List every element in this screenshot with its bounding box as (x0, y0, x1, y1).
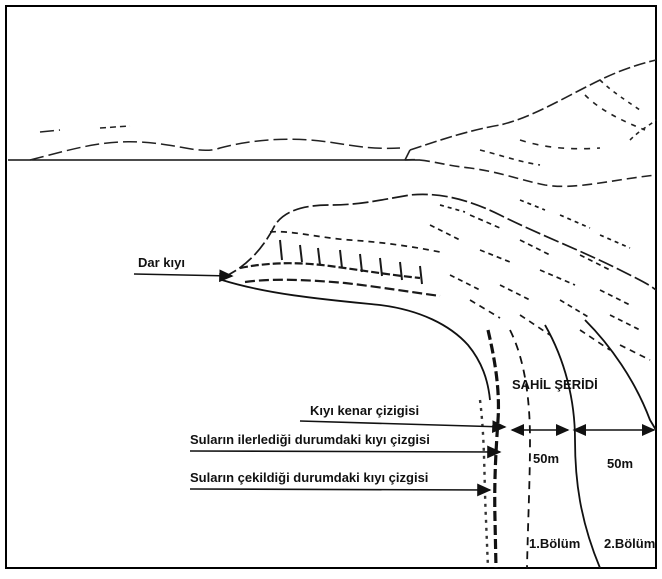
label-section-2: 2.Bölüm (604, 536, 655, 551)
arrow-receding-water (190, 489, 490, 490)
label-distance-1: 50m (533, 451, 559, 466)
beach-outline (222, 280, 490, 400)
arrow-shoreline (300, 421, 505, 427)
label-advancing-water: Suların ilerlediği durumdaki kıyı çizgis… (190, 432, 430, 447)
label-narrow-shore: Dar kıyı (138, 255, 185, 270)
arrow-advancing-water (190, 451, 500, 452)
label-distance-2: 50m (607, 456, 633, 471)
label-shoreline: Kıyı kenar çizigisi (310, 403, 419, 418)
boundary-line-1 (510, 330, 530, 568)
label-section-1: 1.Bölüm (529, 536, 580, 551)
arrow-narrow-shore (134, 274, 232, 276)
shore-edge-texture (480, 400, 488, 568)
boundary-line-3 (585, 320, 656, 430)
near-headland (222, 194, 656, 360)
label-receding-water: Suların çekildiği durumdaki kıyı çizgisi (190, 470, 428, 485)
boundary-line-2 (545, 325, 600, 568)
label-coastal-strip: SAHİL ŞERİDİ (512, 377, 598, 392)
distant-hills (30, 126, 400, 160)
far-headland (405, 60, 656, 186)
shore-edge-dashed (488, 330, 498, 568)
